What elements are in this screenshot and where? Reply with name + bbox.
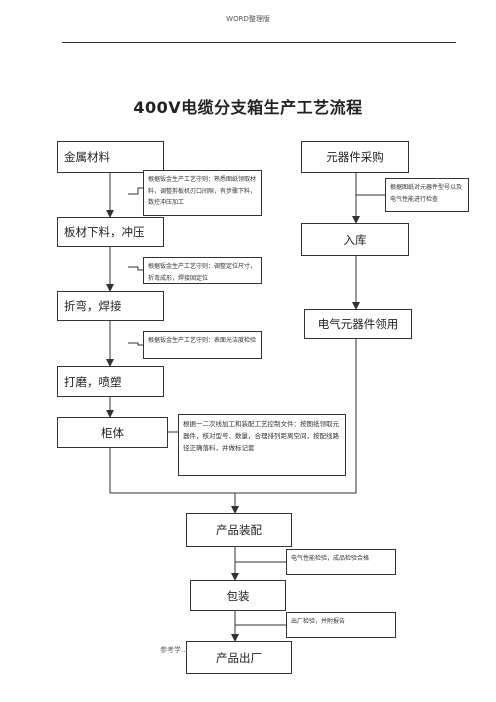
note2-connector: [128, 266, 143, 271]
box-grinding-spraying: 打磨，喷塑: [57, 366, 164, 397]
arrow-requisition-to-assembly: [235, 339, 357, 494]
header-rule: [62, 42, 456, 43]
note-quality-check: 电气性能检验，成品检验合格: [286, 549, 396, 575]
note3-connector: [128, 342, 143, 346]
note-component-inspection: 根据图纸对元器件型号以及电气性能进行检查: [385, 178, 469, 212]
box-component-requisition: 电气元器件领用: [304, 309, 412, 339]
note-surface-check: 根据钣金生产工艺守则：表面光洁度检验: [143, 331, 262, 359]
note-factory-inspection: 出厂检验，并附报告: [286, 612, 396, 638]
box-warehousing: 入库: [301, 223, 409, 256]
box-bending-welding: 折弯，焊接: [57, 291, 164, 321]
box-packing: 包装: [190, 580, 286, 611]
box-sheet-cutting: 板材下料，冲压: [57, 217, 164, 247]
arrow-cabinet-to-assembly: [109, 448, 239, 514]
box-product-assembly: 产品装配: [186, 513, 292, 547]
box-metal-materials: 金属材料: [57, 141, 164, 173]
box-product-shipping: 产品出厂: [186, 641, 292, 674]
note1-connector: [128, 187, 143, 195]
note-cutting-procedure: 根据钣金生产工艺守则：熟悉图纸领取材料，调整剪板机刃口间隙，有步骤下料，数控冲压…: [143, 170, 262, 216]
note-assembly-control: 根据一二次线加工和装配工艺控制文件：按图纸领取元器件，核对型号、数量，合理排列距…: [178, 414, 346, 476]
page-title: 400V电缆分支箱生产工艺流程: [133, 98, 363, 117]
note-bending-procedure: 根据钣金生产工艺守则：调整定位尺寸，折弯成形，焊接固定位: [143, 257, 262, 284]
page-footer: 参考学...: [160, 646, 188, 654]
page-header: WORD整理版: [226, 15, 270, 23]
box-cabinet: 柜体: [57, 417, 168, 448]
box-component-purchase: 元器件采购: [301, 141, 409, 173]
